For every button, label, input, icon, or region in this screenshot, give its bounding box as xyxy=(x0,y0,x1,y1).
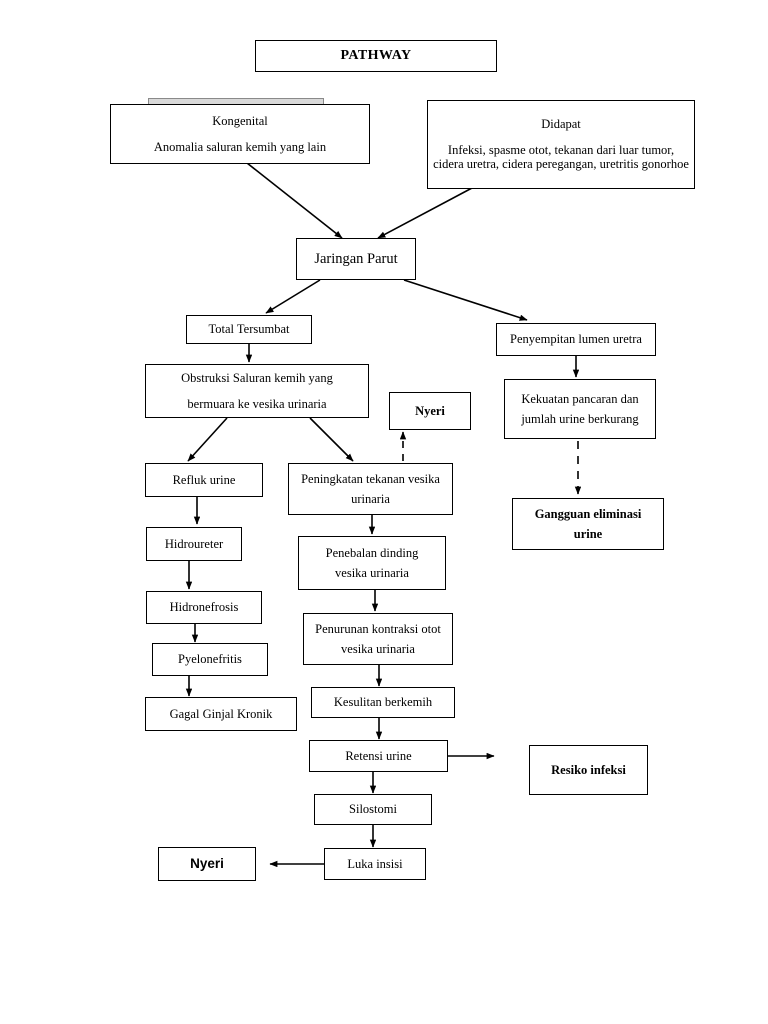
edge-obstruksi-refluk xyxy=(187,417,228,462)
node-label: Jaringan Parut xyxy=(314,250,398,267)
node-luka-insisi: Luka insisi xyxy=(324,848,426,880)
node-label-line: Peningkatan tekanan vesika xyxy=(301,471,440,486)
node-label: Refluk urine xyxy=(172,472,236,487)
node-didapat: Didapat Infeksi, spasme otot, tekanan da… xyxy=(427,100,695,189)
node-label: Pyelonefritis xyxy=(178,652,242,667)
node-resiko-infeksi: Resiko infeksi xyxy=(529,745,648,795)
node-label: Kesulitan berkemih xyxy=(333,695,433,710)
node-label: Retensi urine xyxy=(345,748,412,763)
node-gangguan-eliminasi-urine: Gangguan eliminasi urine xyxy=(512,498,664,550)
node-label: Hidroureter xyxy=(164,536,224,551)
node-pyelonefritis: Pyelonefritis xyxy=(152,643,268,676)
node-label: Resiko infeksi xyxy=(551,762,626,777)
edge-jaringan-penyempitan xyxy=(403,279,528,321)
node-hidroureter: Hidroureter xyxy=(146,527,242,561)
node-label: Total Tersumbat xyxy=(208,322,290,337)
node-label: PATHWAY xyxy=(340,47,412,63)
node-penebalan-dinding: Penebalan dinding vesika urinaria xyxy=(298,536,446,590)
node-label-line: Anomalia saluran kemih yang lain xyxy=(153,139,327,154)
node-label-line: Kekuatan pancaran dan xyxy=(521,391,639,406)
node-kekuatan-pancaran: Kekuatan pancaran dan jumlah urine berku… xyxy=(504,379,656,439)
node-pathway-title: PATHWAY xyxy=(255,40,497,72)
node-label: Luka insisi xyxy=(347,856,403,871)
node-label-line: urinaria xyxy=(351,492,390,506)
node-penurunan-kontraksi: Penurunan kontraksi otot vesika urinaria xyxy=(303,613,453,665)
node-label-line: Obstruksi Saluran kemih yang xyxy=(181,371,333,386)
node-label: Hidronefrosis xyxy=(169,600,239,615)
node-label-line: vesika urinaria xyxy=(335,566,409,580)
node-label: Silostomi xyxy=(349,802,397,817)
edge-didapat-jaringan xyxy=(377,187,473,239)
node-obstruksi-saluran-kemih: Obstruksi Saluran kemih yang bermuara ke… xyxy=(145,364,369,418)
node-silostomi: Silostomi xyxy=(314,794,432,825)
node-jaringan-parut: Jaringan Parut xyxy=(296,238,416,280)
node-peningkatan-tekanan: Peningkatan tekanan vesika urinaria xyxy=(288,463,453,515)
node-total-tersumbat: Total Tersumbat xyxy=(186,315,312,344)
node-kongenital: Kongenital Anomalia saluran kemih yang l… xyxy=(110,104,370,164)
edge-obstruksi-peningkatan xyxy=(309,417,354,462)
node-label-line: vesika urinaria xyxy=(341,642,415,656)
node-label-line: Gangguan eliminasi xyxy=(534,506,642,521)
edge-kongenital-jaringan xyxy=(246,162,343,239)
node-label-line: Infeksi, spasme otot, tekanan dari luar … xyxy=(433,142,689,172)
node-label-line: Penurunan kontraksi otot xyxy=(315,621,441,636)
node-kesulitan-berkemih: Kesulitan berkemih xyxy=(311,687,455,718)
node-nyeri-upper: Nyeri xyxy=(389,392,471,430)
node-retensi-urine: Retensi urine xyxy=(309,740,448,772)
node-label: Gagal Ginjal Kronik xyxy=(169,706,273,721)
node-label-line: Didapat xyxy=(541,117,581,132)
node-label-line: jumlah urine berkurang xyxy=(521,412,639,426)
node-gagal-ginjal-kronik: Gagal Ginjal Kronik xyxy=(145,697,297,731)
node-nyeri-lower: Nyeri xyxy=(158,847,256,881)
node-label: Nyeri xyxy=(190,856,224,872)
edge-jaringan-total xyxy=(265,279,321,314)
node-label: Nyeri xyxy=(415,403,445,418)
node-label-line: Penebalan dinding xyxy=(325,545,419,560)
node-label-line: bermuara ke vesika urinaria xyxy=(187,396,327,411)
node-penyempitan-lumen-uretra: Penyempitan lumen uretra xyxy=(496,323,656,356)
node-refluk-urine: Refluk urine xyxy=(145,463,263,497)
node-label: Penyempitan lumen uretra xyxy=(510,332,642,347)
node-hidronefrosis: Hidronefrosis xyxy=(146,591,262,624)
node-label-line: Kongenital xyxy=(212,114,268,129)
node-label-line: urine xyxy=(573,527,603,541)
